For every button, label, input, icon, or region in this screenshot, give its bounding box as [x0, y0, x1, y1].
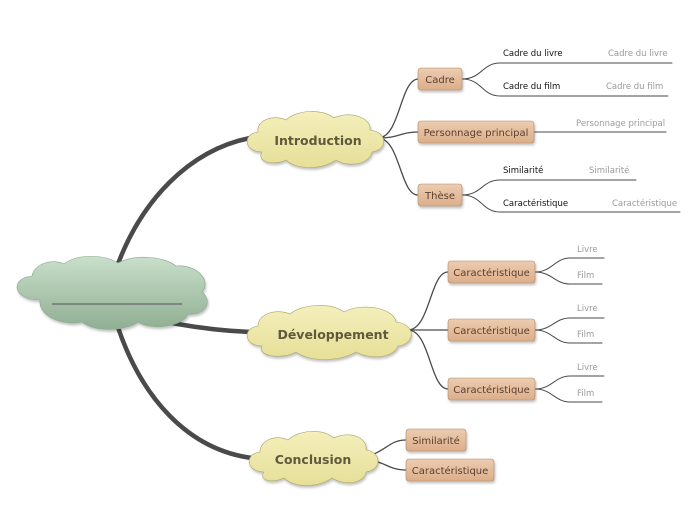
- leaf-sublabel[interactable]: Film: [577, 330, 594, 340]
- node-caracteristique-1[interactable]: Caractéristique: [447, 260, 536, 284]
- node-label: Caractéristique: [412, 465, 489, 477]
- node-label: Similarité: [412, 435, 460, 447]
- branch-label: Introduction: [274, 133, 361, 148]
- node-these[interactable]: Thèse: [417, 183, 463, 207]
- node-cadre[interactable]: Cadre: [417, 67, 463, 91]
- node-label: Caractéristique: [453, 325, 530, 337]
- branch-developpement[interactable]: Développement: [246, 305, 412, 360]
- branch-label: Conclusion: [275, 452, 351, 467]
- leaf-sublabel[interactable]: Livre: [577, 363, 598, 373]
- leaves-introduction: Cadre du livre Cadre du livre Cadre du f…: [503, 49, 677, 209]
- leaf-label[interactable]: Similarité: [503, 165, 543, 176]
- leaf-sublabel[interactable]: Livre: [577, 304, 598, 314]
- node-personnage-principal[interactable]: Personnage principal: [417, 120, 535, 144]
- node-conclusion-caracteristique[interactable]: Caractéristique: [405, 458, 495, 482]
- node-conclusion-similarite[interactable]: Similarité: [405, 428, 467, 452]
- leaf-label[interactable]: Caractéristique: [503, 198, 568, 209]
- node-label: Personnage principal: [424, 128, 529, 139]
- leaf-sublabel[interactable]: Caractéristique: [612, 198, 677, 209]
- leaves-developpement: Livre Film Livre Film Livre Film: [577, 245, 598, 399]
- node-label: Cadre: [425, 75, 455, 86]
- root-node[interactable]: [16, 256, 208, 330]
- leaf-sublabel[interactable]: Personnage principal: [576, 119, 665, 129]
- leaf-sublabel[interactable]: Cadre du film: [606, 82, 663, 92]
- node-label: Thèse: [424, 190, 455, 202]
- leaf-label[interactable]: Cadre du film: [503, 82, 560, 92]
- node-caracteristique-3[interactable]: Caractéristique: [447, 377, 536, 401]
- leaf-sublabel[interactable]: Film: [577, 271, 594, 281]
- leaf-sublabel[interactable]: Cadre du livre: [608, 49, 668, 59]
- node-label: Caractéristique: [453, 267, 530, 279]
- branch-label: Développement: [277, 327, 388, 342]
- node-caracteristique-2[interactable]: Caractéristique: [447, 318, 536, 342]
- leaf-label[interactable]: Cadre du livre: [503, 49, 563, 59]
- leaf-sublabel[interactable]: Similarité: [589, 165, 629, 176]
- node-label: Caractéristique: [453, 384, 530, 396]
- leaf-sublabel[interactable]: Film: [577, 389, 594, 399]
- branch-conclusion[interactable]: Conclusion: [248, 431, 379, 486]
- branch-introduction[interactable]: Introduction: [246, 111, 385, 168]
- leaf-sublabel[interactable]: Livre: [577, 245, 598, 255]
